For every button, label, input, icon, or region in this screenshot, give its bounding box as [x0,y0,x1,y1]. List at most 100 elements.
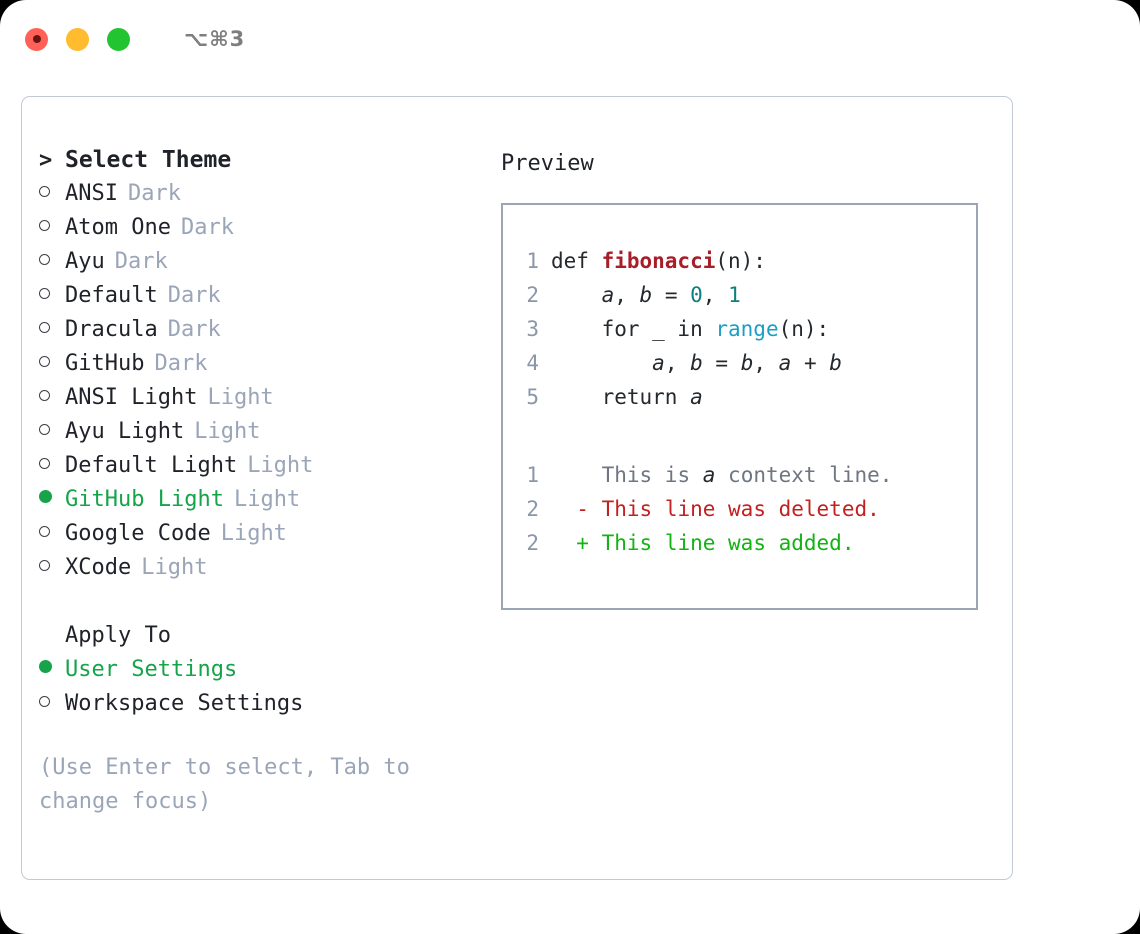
theme-option-dracula-dark[interactable]: Dracula Dark [39,317,494,351]
diff-line-added: 2 + This line was added. [517,531,970,565]
code-line: 3 for _ in range(n): [517,317,970,351]
theme-option-xcode[interactable]: XCode Light [39,555,494,589]
radio-unselected-icon[interactable] [39,555,65,577]
theme-option-ayu-light[interactable]: Ayu Light Light [39,419,494,453]
line-number: 1 [526,463,539,487]
code-preview-content: 1 def fibonacci(n): 2 a, b = 0, 1 3 for … [517,249,970,565]
diff-line-text: - This line was deleted. [576,497,880,521]
line-number: 1 [526,249,539,273]
theme-option-github-dark[interactable]: GitHub Dark [39,351,494,385]
code-line-text: for _ in range(n): [601,317,830,341]
theme-option-ayu-dark[interactable]: Ayu Dark [39,249,494,283]
apply-to-header: Apply To [39,623,494,657]
apply-to-title: Apply To [65,623,171,648]
theme-option-ansi-dark[interactable]: ANSI Dark [39,181,494,215]
theme-variant-tag: Dark [167,283,221,308]
page-title: Select Theme [65,147,232,173]
radio-unselected-icon[interactable] [39,385,65,407]
line-number: 2 [526,283,539,307]
radio-unselected-icon[interactable] [39,283,65,305]
apply-to-label: User Settings [65,657,238,682]
theme-label: Dracula [65,317,158,342]
theme-label: GitHub Light [65,487,224,512]
theme-label: GitHub [65,351,145,376]
line-number: 5 [526,385,539,409]
line-number: 2 [526,531,539,555]
theme-label: Atom One [65,215,171,240]
code-line: 2 a, b = 0, 1 [517,283,970,317]
theme-variant-tag: Dark [154,351,208,376]
theme-variant-tag: Dark [127,181,181,206]
code-line: 1 def fibonacci(n): [517,249,970,283]
recording-indicator-icon [32,35,41,43]
theme-option-github-light[interactable]: GitHub Light Light [39,487,494,521]
code-line: 5 return a [517,385,970,419]
line-number: 2 [526,497,539,521]
theme-label: Default Light [65,453,238,478]
theme-option-ansi-light[interactable]: ANSI Light Light [39,385,494,419]
theme-variant-tag: Dark [114,249,168,274]
minimize-button[interactable] [66,27,89,51]
traffic-lights [25,27,130,51]
theme-option-default-light[interactable]: Default Light Light [39,453,494,487]
close-button[interactable] [25,27,48,51]
code-line-text: def fibonacci(n): [551,249,766,273]
radio-selected-icon[interactable] [39,486,65,508]
theme-variant-tag: Light [220,521,287,546]
caret-icon: > [39,148,53,173]
diff-spacer [517,453,970,463]
radio-unselected-icon[interactable] [39,351,65,373]
apply-to-label: Workspace Settings [65,691,304,716]
theme-variant-tag: Dark [167,317,221,342]
theme-label: ANSI [65,181,118,206]
radio-unselected-icon[interactable] [39,181,65,203]
dialog-frame: > Select Theme ANSI Dark Atom One Dark A… [21,96,1013,880]
line-number: 4 [526,351,539,375]
code-blank-line [517,419,970,453]
keyboard-shortcut-label: ⌥⌘3 [184,27,246,51]
radio-unselected-icon[interactable] [39,691,65,713]
radio-unselected-icon[interactable] [39,521,65,543]
theme-option-default-dark[interactable]: Default Dark [39,283,494,317]
code-line-text: return a [601,385,703,409]
theme-variant-tag: Light [233,487,301,512]
apply-to-option-workspace-settings[interactable]: Workspace Settings [39,691,494,725]
theme-option-google-code[interactable]: Google Code Light [39,521,494,555]
section-spacer [39,589,494,623]
theme-selection-pane: > Select Theme ANSI Dark Atom One Dark A… [39,147,494,819]
radio-unselected-icon[interactable] [39,215,65,237]
radio-unselected-icon[interactable] [39,249,65,271]
code-line: 4 a, b = b, a + b [517,351,970,385]
theme-label: Default [65,283,158,308]
theme-label: ANSI Light [65,385,198,410]
theme-label: Ayu Light [65,419,185,444]
theme-variant-tag: Light [207,385,274,410]
line-number: 3 [526,317,539,341]
theme-variant-tag: Light [141,555,208,580]
theme-option-atom-one-dark[interactable]: Atom One Dark [39,215,494,249]
theme-variant-tag: Light [194,419,261,444]
theme-variant-tag: Dark [180,215,234,240]
diff-line-text: + This line was added. [576,531,855,555]
code-line-text: a, b = b, a + b [652,351,842,375]
select-theme-header: > Select Theme [39,147,494,181]
theme-variant-tag: Light [247,453,314,478]
diff-line-context: 1 This is a context line. [517,463,970,497]
diff-line-deleted: 2 - This line was deleted. [517,497,970,531]
radio-unselected-icon[interactable] [39,317,65,339]
maximize-button[interactable] [107,27,130,51]
theme-label: Ayu [65,249,105,274]
theme-label: Google Code [65,521,211,546]
theme-label: XCode [65,555,132,580]
apply-to-option-user-settings[interactable]: User Settings [39,657,494,691]
code-preview-panel: 1 def fibonacci(n): 2 a, b = 0, 1 3 for … [501,203,978,610]
radio-selected-icon[interactable] [39,656,65,678]
radio-unselected-icon[interactable] [39,419,65,441]
code-line-text: a, b = 0, 1 [601,283,741,307]
preview-pane: Preview 1 def fibonacci(n): 2 a, b = 0, … [501,147,991,610]
radio-unselected-icon[interactable] [39,453,65,475]
diff-line-text: This is a context line. [588,463,893,487]
title-bar: ⌥⌘3 [0,0,1140,78]
preview-title: Preview [501,151,594,176]
